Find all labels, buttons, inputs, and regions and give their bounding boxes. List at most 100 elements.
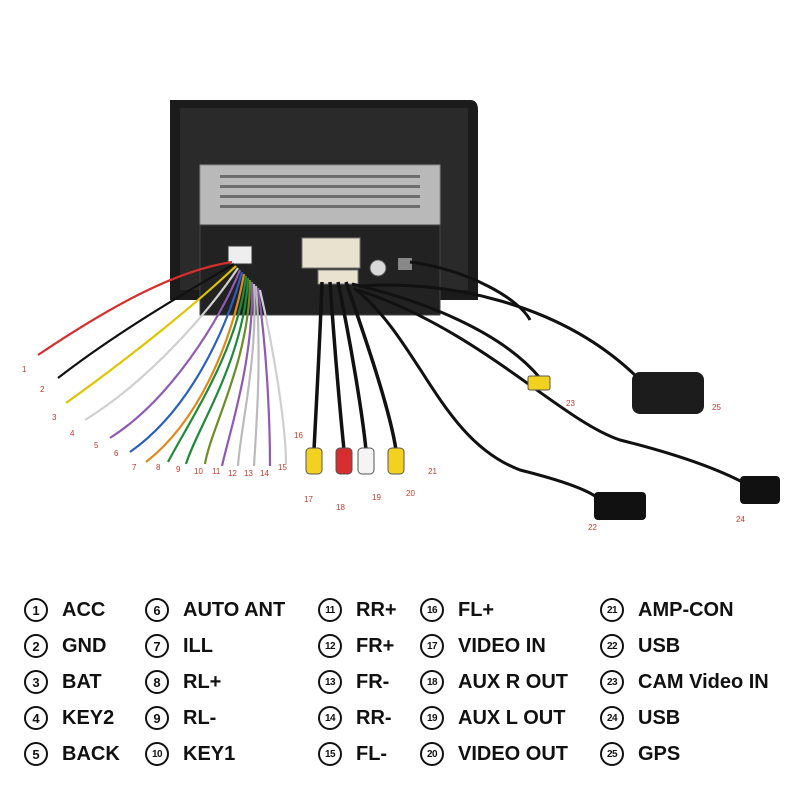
photo-pin-labels: 1 2 3 4 5 6 7 8 9 10 11 12 13 14 15 16 1… <box>22 365 745 532</box>
legend-number: 6 <box>145 598 169 622</box>
legend-item: 20 VIDEO OUT <box>420 739 568 769</box>
legend-number: 10 <box>145 742 169 766</box>
pin-label: 9 <box>176 465 181 474</box>
legend-label: ILL <box>183 634 213 657</box>
legend-label: AUTO ANT <box>183 598 286 621</box>
legend-label: FL+ <box>458 598 495 621</box>
legend-number: 23 <box>600 670 624 694</box>
legend-item: 7 ILL <box>145 631 213 661</box>
legend-label: FL- <box>356 742 388 765</box>
legend-number: 25 <box>600 742 624 766</box>
legend-label: ACC <box>62 598 106 621</box>
head-unit <box>170 100 478 316</box>
legend-item: 4 KEY2 <box>24 703 114 733</box>
legend-item: 15 FL- <box>318 739 387 769</box>
legend-number: 1 <box>24 598 48 622</box>
legend-number: 17 <box>420 634 444 658</box>
legend-item: 3 BAT <box>24 667 102 697</box>
pin-label: 15 <box>278 463 287 472</box>
pin-label: 24 <box>736 515 745 524</box>
legend-number: 15 <box>318 742 342 766</box>
legend-item: 9 RL- <box>145 703 216 733</box>
legend-number: 13 <box>318 670 342 694</box>
legend-number: 14 <box>318 706 342 730</box>
legend-label: FR- <box>356 670 390 693</box>
pin-label: 19 <box>372 493 381 502</box>
legend-number: 11 <box>318 598 342 622</box>
legend-label: GND <box>62 634 107 657</box>
legend-item: 1 ACC <box>24 595 105 625</box>
legend-item: 5 BACK <box>24 739 120 769</box>
legend-label: AUX R OUT <box>458 670 568 693</box>
legend-number: 21 <box>600 598 624 622</box>
harness-photo: 1 2 3 4 5 6 7 8 9 10 11 12 13 14 15 16 1… <box>22 100 780 532</box>
legend-label: KEY2 <box>62 706 115 729</box>
legend-item: 24 USB <box>600 703 680 733</box>
pin-label: 13 <box>244 469 253 478</box>
long-cables <box>351 260 747 502</box>
legend-label: USB <box>638 634 681 657</box>
legend-label: AUX L OUT <box>458 706 566 729</box>
pin-label: 3 <box>52 413 57 422</box>
legend-number: 12 <box>318 634 342 658</box>
legend-number: 4 <box>24 706 48 730</box>
legend-item: 25 GPS <box>600 739 680 769</box>
legend-item: 16 FL+ <box>420 595 494 625</box>
rca-cables <box>312 281 398 451</box>
legend-item: 12 FR+ <box>318 631 394 661</box>
legend-label: USB <box>638 706 681 729</box>
legend-number: 7 <box>145 634 169 658</box>
pin-label: 22 <box>588 523 597 532</box>
legend-label: BACK <box>62 742 120 765</box>
legend-label: BAT <box>62 670 102 693</box>
pin-label: 11 <box>212 467 221 476</box>
legend-item: 10 KEY1 <box>145 739 235 769</box>
legend-item: 2 GND <box>24 631 106 661</box>
legend-item: 6 AUTO ANT <box>145 595 285 625</box>
legend-number: 18 <box>420 670 444 694</box>
pin-legend: 1 ACC 2 GND 3 BAT 4 KEY2 5 BACK 6 AUTO A… <box>0 585 800 785</box>
pin-label: 16 <box>294 431 303 440</box>
legend-label: RR- <box>356 706 392 729</box>
pin-label: 4 <box>70 429 75 438</box>
pin-label: 10 <box>194 467 203 476</box>
pin-label: 14 <box>260 469 269 478</box>
legend-item: 18 AUX R OUT <box>420 667 568 697</box>
legend-number: 9 <box>145 706 169 730</box>
pin-label: 20 <box>406 489 415 498</box>
pin-label: 5 <box>94 441 99 450</box>
legend-item: 23 CAM Video IN <box>600 667 769 697</box>
pin-label: 21 <box>428 467 437 476</box>
legend-label: VIDEO OUT <box>458 742 569 765</box>
pin-label: 1 <box>22 365 27 374</box>
legend-number: 2 <box>24 634 48 658</box>
pin-label: 7 <box>132 463 137 472</box>
legend-number: 22 <box>600 634 624 658</box>
legend-number: 16 <box>420 598 444 622</box>
legend-item: 19 AUX L OUT <box>420 703 565 733</box>
legend-label: VIDEO IN <box>458 634 546 657</box>
legend-number: 24 <box>600 706 624 730</box>
pin-label: 12 <box>228 469 237 478</box>
pin-label: 25 <box>712 403 721 412</box>
legend-number: 8 <box>145 670 169 694</box>
pin-label: 18 <box>336 503 345 512</box>
legend-item: 14 RR- <box>318 703 392 733</box>
legend-number: 5 <box>24 742 48 766</box>
legend-label: RL- <box>183 706 217 729</box>
legend-number: 20 <box>420 742 444 766</box>
pin-label: 17 <box>304 495 313 504</box>
legend-label: KEY1 <box>183 742 236 765</box>
pin-label: 23 <box>566 399 575 408</box>
legend-label: FR+ <box>356 634 395 657</box>
legend-label: GPS <box>638 742 681 765</box>
legend-item: 8 RL+ <box>145 667 221 697</box>
legend-number: 19 <box>420 706 444 730</box>
legend-item: 17 VIDEO IN <box>420 631 546 661</box>
legend-label: CAM Video IN <box>638 670 769 693</box>
rca-plugs <box>305 447 405 475</box>
connectors <box>527 372 780 520</box>
legend-label: RR+ <box>356 598 397 621</box>
legend-label: RL+ <box>183 670 222 693</box>
legend-number: 3 <box>24 670 48 694</box>
